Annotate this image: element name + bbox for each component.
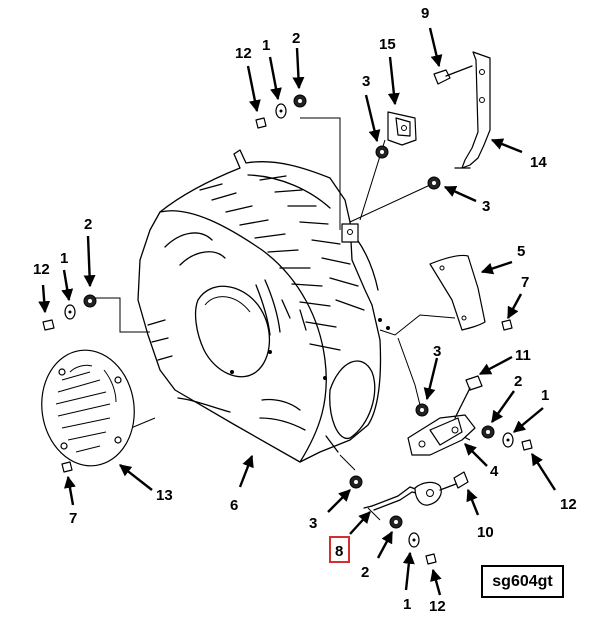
mount-bracket [387, 111, 417, 146]
support-bracket [407, 414, 476, 456]
callout-3: 3 [362, 73, 370, 90]
callout-7: 7 [521, 274, 529, 291]
callout-8-highlight-box [329, 536, 350, 563]
bracket-arm [454, 51, 491, 169]
link-rod [371, 481, 442, 511]
hardware [42, 65, 533, 565]
callout-8: 8 [335, 543, 343, 560]
callout-12: 12 [429, 598, 446, 615]
callout-11: 11 [515, 347, 531, 364]
bolt-9 [433, 65, 473, 85]
callout-2: 2 [514, 373, 522, 390]
baffle-plate [429, 254, 486, 331]
callout-14: 14 [530, 154, 547, 171]
callout-1: 1 [541, 387, 549, 404]
callout-2: 2 [84, 216, 92, 233]
callout-9: 9 [421, 5, 429, 22]
callout-1: 1 [262, 37, 270, 54]
callout-2: 2 [361, 564, 369, 581]
callout-12: 12 [33, 261, 50, 278]
callout-3: 3 [482, 198, 490, 215]
figure-id-box: sg604gt [481, 565, 564, 598]
callout-12: 12 [235, 45, 252, 62]
cover-plate [41, 349, 135, 467]
callout-2: 2 [292, 30, 300, 47]
callout-13: 13 [156, 487, 173, 504]
assembly-leader-lines [95, 117, 471, 521]
callout-labels: 9 12 1 2 15 3 14 3 2 12 1 5 7 3 11 2 1 1… [33, 5, 577, 615]
callout-3: 3 [433, 343, 441, 360]
callout-arrows [38, 27, 557, 596]
callout-10: 10 [477, 524, 494, 541]
callout-1: 1 [403, 596, 411, 613]
callout-5: 5 [517, 243, 525, 260]
callout-7: 7 [69, 510, 77, 527]
blower-housing [137, 149, 390, 463]
callout-1: 1 [60, 250, 68, 267]
callout-12: 12 [560, 496, 577, 513]
callout-4: 4 [490, 463, 499, 480]
callout-6: 6 [230, 497, 238, 514]
callout-3: 3 [309, 515, 317, 532]
callout-15: 15 [379, 36, 396, 53]
